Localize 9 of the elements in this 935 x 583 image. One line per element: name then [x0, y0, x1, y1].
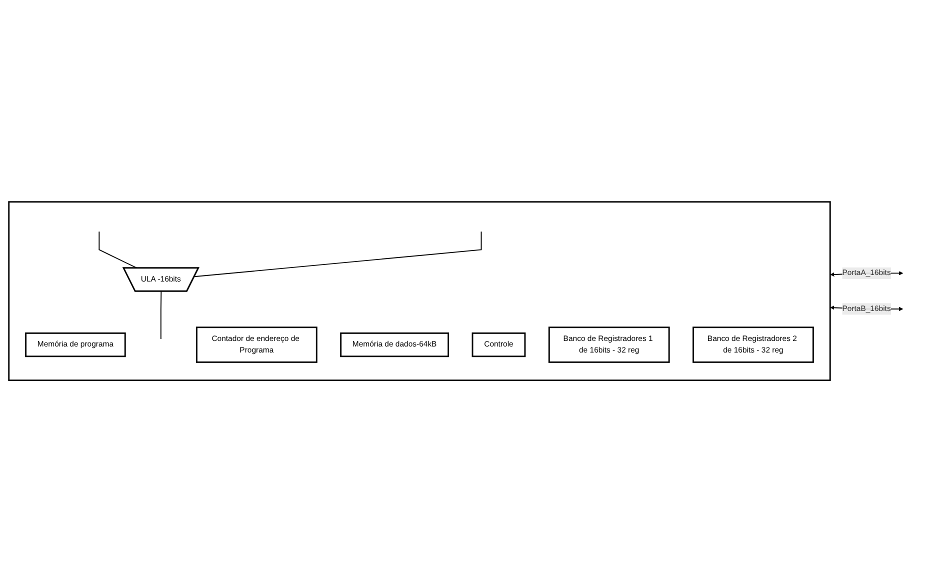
connector: [194, 232, 482, 278]
connector: [160, 291, 162, 340]
node-box: [25, 332, 126, 358]
node-box: [692, 327, 814, 364]
node-box: [340, 332, 450, 358]
node-box: [548, 327, 670, 364]
node-box: [472, 332, 526, 358]
node-box: [196, 327, 318, 364]
connector: [98, 232, 138, 270]
